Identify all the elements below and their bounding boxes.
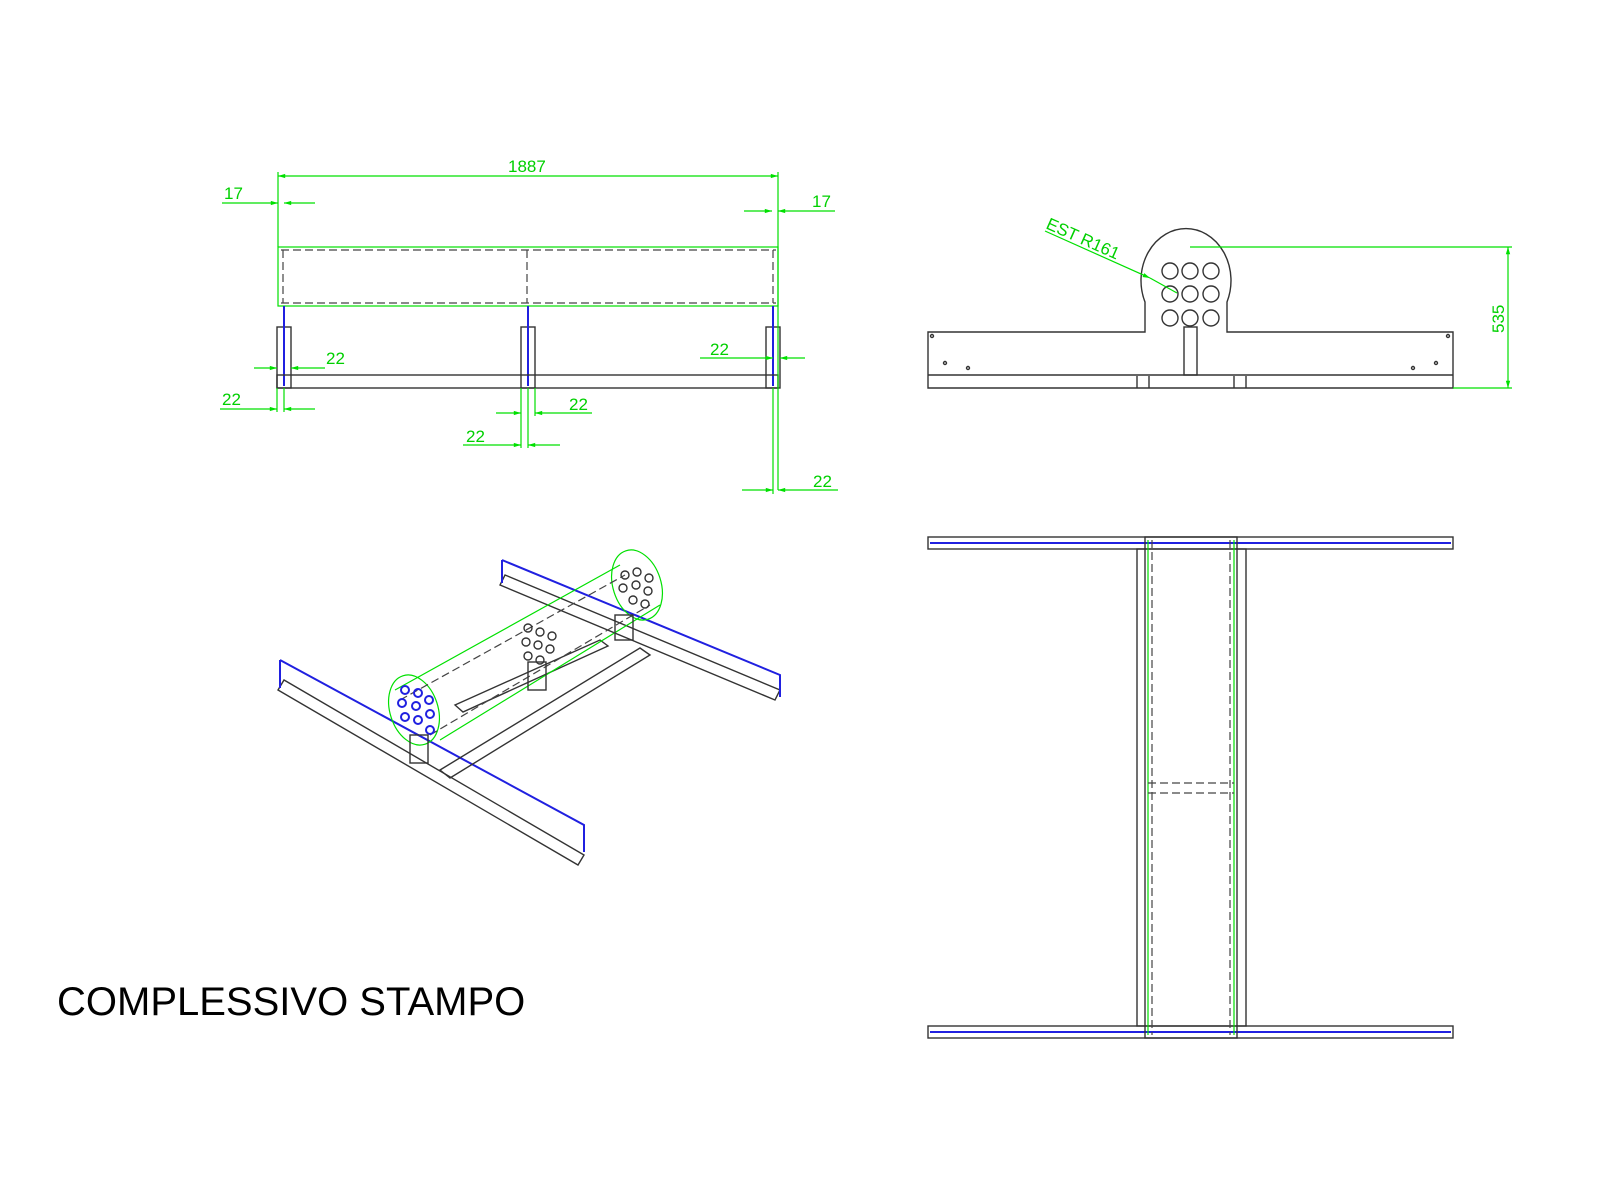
dim-leg: 22 — [326, 349, 345, 368]
dim-leg: 22 — [710, 340, 729, 359]
dim-leg: 22 — [466, 427, 485, 446]
dim-overall-length: 1887 — [508, 157, 546, 176]
plan-view — [927, 536, 1454, 1039]
dim-left-offset: 17 — [224, 184, 243, 203]
isometric-view — [277, 549, 781, 866]
radius-label: EST R161 — [1043, 214, 1122, 263]
dim-leg: 22 — [222, 390, 241, 409]
front-view: 1887 17 17 22 22 22 22 22 22 — [220, 157, 838, 494]
dim-leg: 22 — [569, 395, 588, 414]
drawing-title: COMPLESSIVO STAMPO — [57, 980, 526, 1024]
side-view: EST R161 535 — [927, 214, 1512, 389]
dim-height: 535 — [1489, 305, 1508, 333]
dim-leg: 22 — [813, 472, 832, 491]
dim-right-offset: 17 — [812, 192, 831, 211]
